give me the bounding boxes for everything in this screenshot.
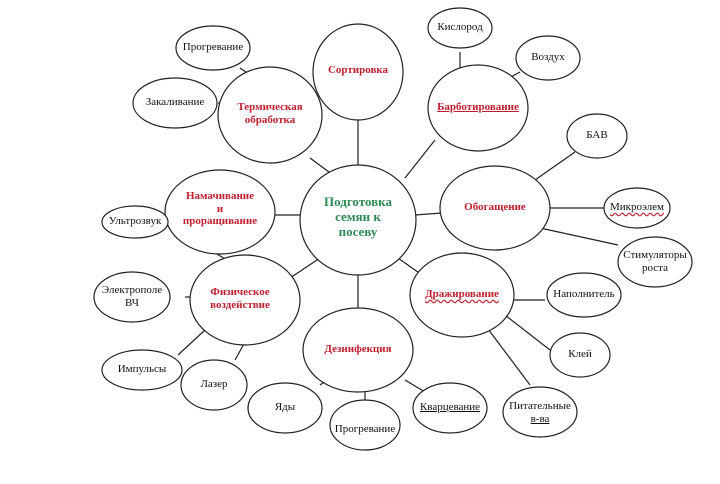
leaf-label-line: Наполнитель [553,288,615,300]
center-node [299,164,417,276]
leaf-label-stimulyatory: Стимуляторы роста [618,249,692,274]
center-label: Подготовка семян к посеву [310,194,406,240]
leaf-label-elektropole: Электрополе ВЧ [94,284,170,309]
leaf-node-yady [247,382,323,434]
connector-bav [534,151,576,181]
branch-label-sortirovka: Сортировка [320,64,396,77]
branch-label-line: и [216,202,224,215]
connector-impulsy [177,329,206,356]
connector-center-fizicheskoe [289,257,321,279]
branch-node-termicheskaya [217,66,323,164]
branch-label-line: Обогащение [464,201,526,213]
leaf-label-kislorod: Кислород [428,21,492,34]
leaf-label-vozduh: Воздух [516,51,580,64]
leaf-label-progrevanie-bottom: Прогревание [328,423,402,436]
leaf-node-pitatelnye [502,386,578,438]
leaf-node-elektropole [93,271,171,323]
leaf-node-lazer [180,359,248,411]
branch-label-namachivanie: Намачивание и проращивание [172,190,268,228]
branch-label-dezinfekciya: Дезинфекция [310,343,406,356]
leaf-label-line: Лазер [200,378,228,390]
branch-label-termicheskaya: Термическая обработка [222,101,318,126]
branch-label-line: воздействие [210,298,270,311]
leaf-label-line: Кварцевание [419,401,481,413]
leaf-node-klei [549,332,611,378]
leaf-node-napolnitel [546,272,622,318]
leaf-label-line: роста [642,261,668,274]
branch-label-line: Сортировка [327,64,389,76]
connector-center-barbotirovanie [404,139,436,179]
leaf-node-bav [566,113,628,159]
leaf-label-line: Яды [274,401,296,413]
branch-label-line: Дезинфекция [324,343,392,355]
leaf-node-stimulyatory [617,236,693,288]
leaf-label-line: Стимуляторы [623,249,687,261]
leaf-label-pitatelnye: Питательные в-ва [503,400,577,425]
center-label-line: семян к [335,208,381,224]
leaf-label-line: Электрополе [101,284,163,296]
leaf-label-line: Питательные [509,400,571,412]
leaf-node-zakalivanie [132,77,218,129]
leaf-label-impulsy: Импульсы [102,363,182,376]
branch-node-dezinfekciya [302,307,414,393]
leaf-label-line: Прогревание [182,41,244,53]
branch-node-barbotirovanie [427,64,529,152]
branch-label-line: проращивание [182,215,258,228]
leaf-node-ultrazvuk [101,205,169,239]
leaf-label-line: Клей [568,348,592,360]
branch-node-namachivanie [164,169,276,255]
branch-node-fizicheskoe [189,254,301,346]
branch-label-line: обработка [244,113,296,126]
leaf-label-line: Микроэлем [609,201,664,213]
leaf-label-line: Воздух [531,51,565,63]
connector-stimulyatory [539,227,619,246]
leaf-label-line: Ультрозвук [108,215,162,227]
connector-kvarcevanie [404,379,426,393]
branch-label-line: Барботирование [437,101,519,113]
leaf-label-line: Прогревание [334,423,396,435]
leaf-label-line: Закаливание [145,96,205,108]
leaf-label-line: Импульсы [117,363,167,375]
leaf-node-progrevanie-top [175,25,251,71]
center-label-line: Подготовка [324,194,392,209]
leaf-label-ultrazvuk: Ультрозвук [102,215,168,228]
connector-center-obogashenie [414,212,443,216]
branch-label-line: Намачивание [185,190,255,202]
leaf-label-progrevanie-top: Прогревание [176,41,250,54]
leaf-node-impulsy [101,349,183,391]
leaf-label-line: ВЧ [125,296,139,309]
leaf-label-napolnitel: Наполнитель [547,288,621,301]
leaf-label-line: в-ва [530,412,550,425]
branch-label-drazhirovanie: Дражирование [414,288,510,301]
leaf-label-lazer: Лазер [181,378,247,391]
branch-node-sortirovka [312,23,404,121]
leaf-node-kislorod [427,7,493,49]
leaf-label-kvarcevanie: Кварцевание [413,401,487,414]
branch-label-line: Дражирование [425,288,499,300]
connector-klei [504,314,551,351]
branch-label-barbotirovanie: Барботирование [430,101,526,114]
leaf-label-zakalivanie: Закаливание [135,96,215,109]
branch-label-fizicheskoe: Физическое воздействие [192,286,288,311]
leaf-label-line: Кислород [437,21,483,33]
leaf-label-mikroelem: Микроэлем [604,201,670,214]
branch-label-obogashenie: Обогащение [447,201,543,214]
leaf-label-klei: Клей [550,348,610,361]
leaf-label-bav: БАВ [567,129,627,142]
connector-pitatelnye [484,324,531,386]
branch-node-obogashenie [439,165,551,251]
leaf-node-mikroelem [603,187,671,229]
leaf-node-progrevanie-bottom [329,399,401,451]
leaf-node-vozduh [515,35,581,81]
leaf-label-line: БАВ [586,129,608,141]
leaf-node-kvarcevanie [412,382,488,434]
leaf-label-yady: Яды [248,401,322,414]
center-label-line: посеву [338,223,378,239]
branch-label-line: Термическая [237,101,303,113]
branch-label-line: Физическое [210,286,270,298]
branch-node-drazhirovanie [409,252,515,338]
